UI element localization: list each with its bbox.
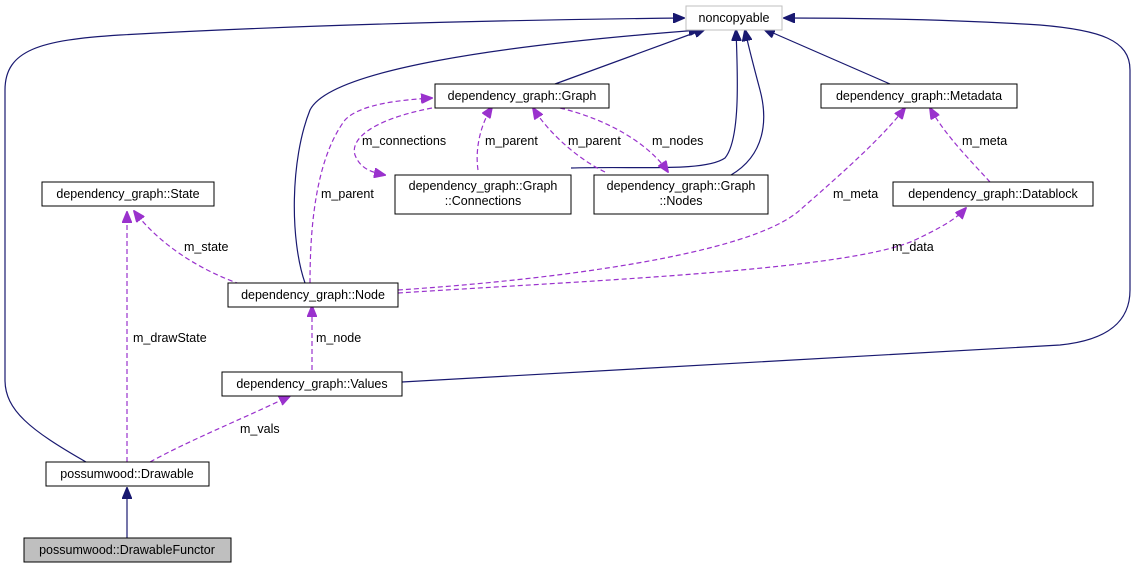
node-metadata[interactable]: dependency_graph::Metadata <box>820 83 1018 109</box>
node-graph-nodes[interactable]: dependency_graph::Graph ::Nodes <box>593 174 769 215</box>
node-values-label: dependency_graph::Values <box>236 377 387 391</box>
label-m-parent-connections: m_parent <box>485 134 538 148</box>
usage-edges <box>127 98 991 463</box>
edge-node-noncopyable <box>293 30 700 284</box>
node-drawable-functor-label: possumwood::DrawableFunctor <box>39 543 215 557</box>
edge-labels: m_connections m_parent m_parent m_nodes … <box>133 134 1007 436</box>
node-graph-label: dependency_graph::Graph <box>448 89 597 103</box>
edge-drawable-noncopyable <box>4 18 684 463</box>
label-m-state: m_state <box>184 240 229 254</box>
edge-values-noncopyable <box>401 18 1131 383</box>
node-drawable-label: possumwood::Drawable <box>60 467 193 481</box>
node-metadata-label: dependency_graph::Metadata <box>836 89 1002 103</box>
node-drawable[interactable]: possumwood::Drawable <box>45 461 210 487</box>
node-node[interactable]: dependency_graph::Node <box>227 282 399 308</box>
edge-m-parent-nodes <box>533 108 606 173</box>
label-m-parent-node: m_parent <box>321 187 374 201</box>
node-graph-nodes-label-1: dependency_graph::Graph <box>607 179 756 193</box>
edge-m-state <box>134 211 241 285</box>
label-m-meta-node: m_meta <box>833 187 878 201</box>
node-noncopyable[interactable]: noncopyable <box>685 5 783 31</box>
edge-m-parent-connections <box>476 107 492 171</box>
label-m-connections: m_connections <box>362 134 446 148</box>
label-m-vals: m_vals <box>240 422 280 436</box>
node-state[interactable]: dependency_graph::State <box>41 181 215 207</box>
node-datablock[interactable]: dependency_graph::Datablock <box>892 181 1094 207</box>
edge-graph-noncopyable <box>554 29 705 85</box>
node-datablock-label: dependency_graph::Datablock <box>908 187 1078 201</box>
edge-m-vals <box>149 396 290 463</box>
node-graph-connections-label-2: ::Connections <box>445 194 521 208</box>
label-m-parent-nodes: m_parent <box>568 134 621 148</box>
edge-m-connections <box>353 107 433 175</box>
edge-m-nodes <box>559 107 668 172</box>
node-values[interactable]: dependency_graph::Values <box>221 371 403 397</box>
inheritance-edges <box>4 18 1131 538</box>
node-state-label: dependency_graph::State <box>56 187 199 201</box>
edge-m-parent-node <box>309 98 432 284</box>
edge-m-meta-node <box>397 108 905 291</box>
node-graph-nodes-label-2: ::Nodes <box>659 194 702 208</box>
node-graph-connections[interactable]: dependency_graph::Graph ::Connections <box>394 174 572 215</box>
node-node-label: dependency_graph::Node <box>241 288 385 302</box>
label-m-nodes: m_nodes <box>652 134 703 148</box>
label-m-data: m_data <box>892 240 934 254</box>
edge-m-meta-datablock <box>930 108 991 183</box>
edge-connections-noncopyable <box>570 30 737 169</box>
node-graph[interactable]: dependency_graph::Graph <box>434 83 610 109</box>
label-m-meta-datablock: m_meta <box>962 134 1007 148</box>
node-noncopyable-label: noncopyable <box>699 11 770 25</box>
edge-m-data <box>397 208 966 294</box>
edge-nodes-noncopyable <box>730 30 765 176</box>
node-drawable-functor[interactable]: possumwood::DrawableFunctor <box>23 537 232 563</box>
edge-metadata-noncopyable <box>764 29 891 85</box>
node-graph-connections-label-1: dependency_graph::Graph <box>409 179 558 193</box>
label-m-node: m_node <box>316 331 361 345</box>
label-m-drawstate: m_drawState <box>133 331 207 345</box>
